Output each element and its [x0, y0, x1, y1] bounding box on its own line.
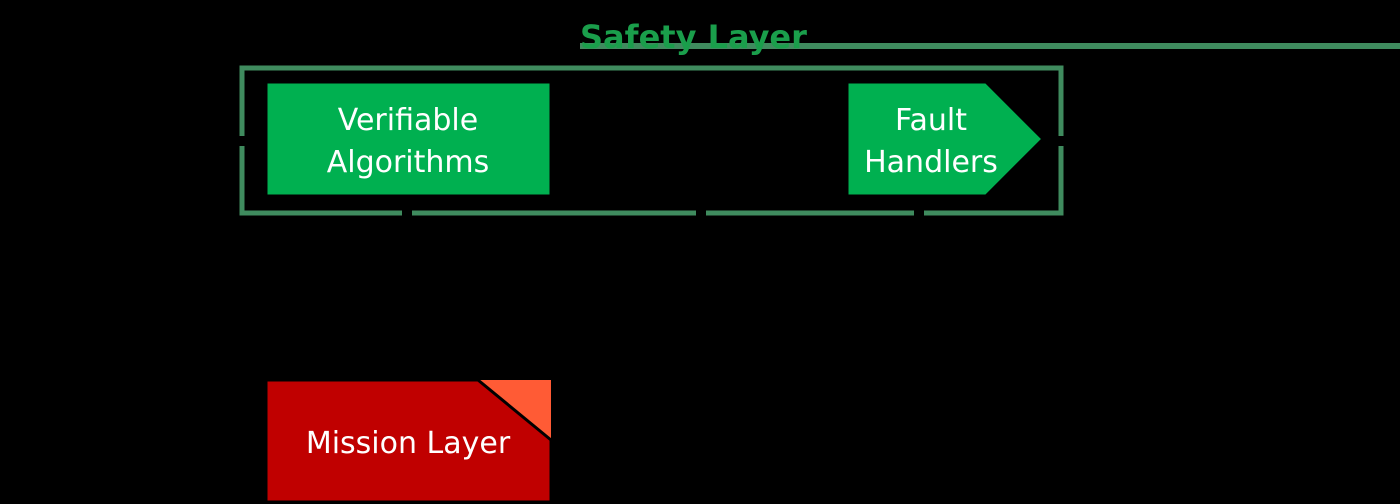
connector-bottom-1	[402, 206, 412, 218]
connector-right	[1048, 136, 1064, 146]
fault-handlers-line2: Handlers	[864, 145, 998, 180]
verifiable-algorithms-line2: Algorithms	[327, 145, 490, 180]
fault-handlers-node: Fault Handlers	[845, 80, 1046, 198]
connector-bottom-2	[696, 206, 706, 218]
safety-layer-connectors	[239, 136, 1064, 218]
connector-left	[239, 136, 255, 146]
verifiable-algorithms-line1: Verifiable	[338, 103, 478, 138]
mission-layer-label: Mission Layer	[306, 426, 511, 461]
connector-bottom-3	[914, 206, 924, 218]
safety-layer-title: Safety Layer	[580, 18, 807, 56]
mission-layer-corner-edge	[477, 378, 552, 442]
verifiable-algorithms-node: Verifiable Algorithms	[264, 80, 553, 198]
mission-layer-node: Mission Layer	[264, 378, 553, 504]
fault-handlers-line1: Fault	[895, 103, 967, 138]
